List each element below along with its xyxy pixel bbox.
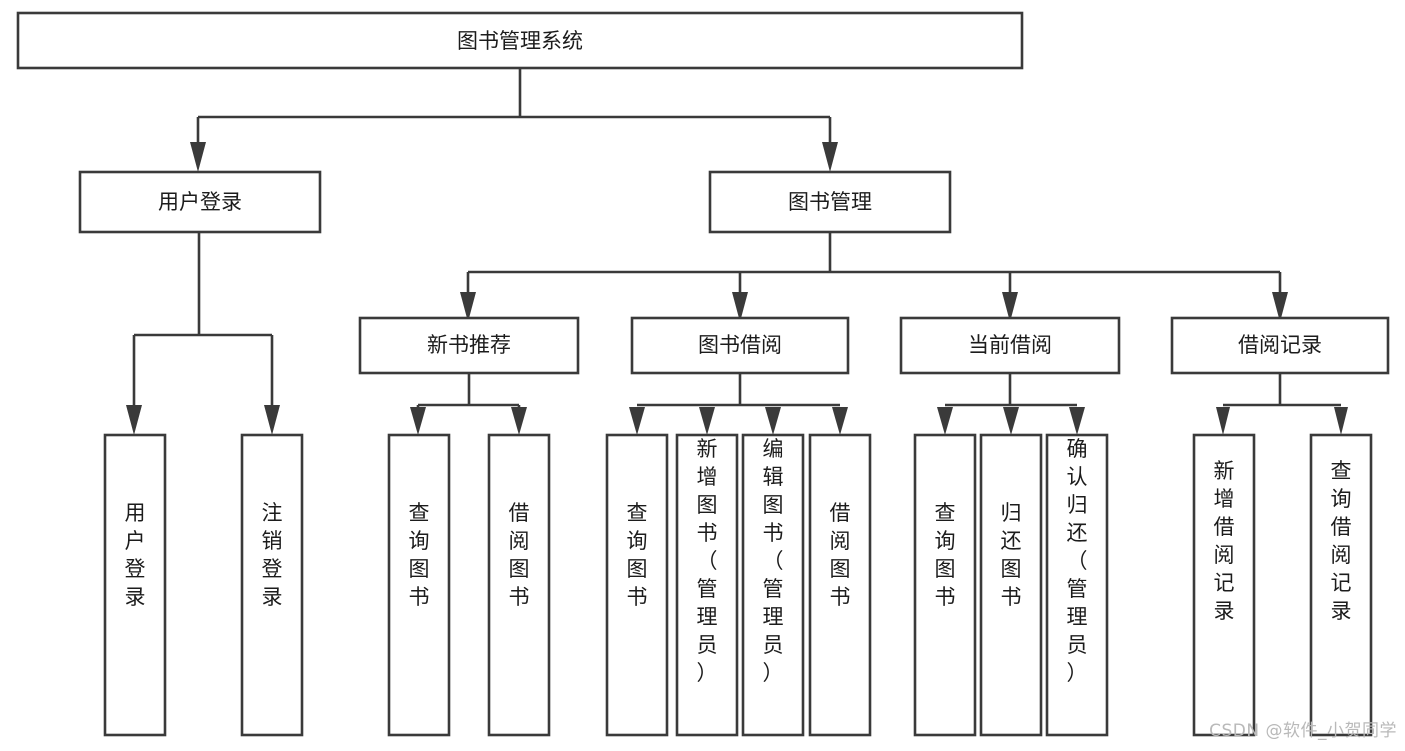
book-borrow-box[interactable] [630,316,850,375]
leaf-node-current-borrow-1[interactable]: 归还图书 [979,433,1043,737]
leaf-label: 新增图书（管理员） [697,437,718,685]
leaf-node-book-borrow-2[interactable]: 编辑图书（管理员） [741,433,805,737]
node-user-login[interactable]: 用户登录 [78,170,322,234]
leaf-node-book-borrow-0[interactable]: 查询图书 [605,433,669,737]
leaf-node-user-login-0[interactable]: 用户登录 [103,433,167,737]
leaf-box[interactable] [675,433,739,737]
arrow-head-bookborrow-leaf3 [832,407,848,435]
leaf-box[interactable] [387,433,451,737]
arrow-head-currentborrow-leaf1 [1003,407,1019,435]
edge-group-book-management [460,232,1288,322]
arrow-head-bookborrow-leaf1 [699,407,715,435]
new-book-recommend-label: 新书推荐 [427,333,511,357]
leaf-box[interactable] [240,433,304,737]
arrow-head-bookborrow [732,292,748,322]
root-box[interactable] [16,11,1024,70]
leaf-label: 查询图书 [935,501,956,609]
node-borrow-record[interactable]: 借阅记录 [1170,316,1390,375]
leaf-label: 借阅图书 [830,501,851,609]
leaf-box[interactable] [741,433,805,737]
arrow-head-currentborrow-leaf0 [937,407,953,435]
leaf-node-new-book-recommend-0[interactable]: 查询图书 [387,433,451,737]
leaf-node-new-book-recommend-1[interactable]: 借阅图书 [487,433,551,737]
arrow-head-currentborrow [1002,292,1018,322]
node-root[interactable]: 图书管理系统 [16,11,1024,70]
node-book-management[interactable]: 图书管理 [708,170,952,234]
borrow-record-label: 借阅记录 [1238,333,1322,357]
node-new-book-recommend[interactable]: 新书推荐 [358,316,580,375]
arrow-head-bookborrow-leaf0 [629,407,645,435]
arrow-head-newbook [460,292,476,322]
user-login-label: 用户登录 [158,190,242,214]
leaf-box[interactable] [808,433,872,737]
book-management-label: 图书管理 [788,190,872,214]
root-label: 图书管理系统 [457,29,583,53]
arrow-head-newbook-leaf0 [410,407,426,435]
leaf-label: 新增借阅记录 [1214,459,1235,623]
book-management-box[interactable] [708,170,952,234]
leaf-label: 借阅图书 [509,501,530,609]
leaf-box[interactable] [487,433,551,737]
leaf-label: 注销登录 [262,501,283,609]
edge-group-borrow-record [1216,373,1348,435]
leaf-box[interactable] [979,433,1043,737]
edge-group-book-borrow [629,373,848,435]
edge-group-current-borrow [937,373,1085,435]
edge-group-root [190,68,838,172]
arrow-head-userlogin [190,142,206,172]
book-borrow-label: 图书借阅 [698,333,782,357]
leaf-box[interactable] [1045,433,1109,737]
arrow-head-userlogin-leaf1 [264,405,280,435]
edge-group-user-login [126,232,280,435]
current-borrow-label: 当前借阅 [968,333,1052,357]
arrow-head-borrowrecord-leaf1 [1334,407,1348,435]
leaf-label: 查询图书 [409,501,430,609]
current-borrow-box[interactable] [899,316,1121,375]
node-book-borrow[interactable]: 图书借阅 [630,316,850,375]
leaf-node-borrow-record-0[interactable]: 新增借阅记录 [1192,433,1256,737]
leaf-label: 查询借阅记录 [1331,459,1352,623]
leaf-node-book-borrow-1[interactable]: 新增图书（管理员） [675,433,739,737]
leaf-node-user-login-1[interactable]: 注销登录 [240,433,304,737]
arrow-head-borrowrecord-leaf0 [1216,407,1230,435]
arrow-head-bookborrow-leaf2 [765,407,781,435]
leaf-box[interactable] [103,433,167,737]
leaf-box[interactable] [1309,433,1373,737]
arrow-head-userlogin-leaf0 [126,405,142,435]
leaf-label: 查询图书 [627,501,648,609]
new-book-recommend-box[interactable] [358,316,580,375]
leaf-node-current-borrow-2[interactable]: 确认归还（管理员） [1045,433,1109,737]
arrow-head-borrowrecord [1272,292,1288,322]
leaf-box[interactable] [605,433,669,737]
leaf-node-borrow-record-1[interactable]: 查询借阅记录 [1309,433,1373,737]
arrow-head-currentborrow-leaf2 [1069,407,1085,435]
leaf-label: 归还图书 [1001,501,1022,609]
leaf-label: 确认归还（管理员） [1067,437,1088,685]
leaf-label: 用户登录 [125,501,146,609]
node-current-borrow[interactable]: 当前借阅 [899,316,1121,375]
arrow-head-newbook-leaf1 [511,407,527,435]
leaf-box[interactable] [913,433,977,737]
leaf-node-book-borrow-3[interactable]: 借阅图书 [808,433,872,737]
edge-group-new-book-recommend [410,373,527,435]
arrow-head-bookmgmt [822,142,838,172]
borrow-record-box[interactable] [1170,316,1390,375]
leaf-label: 编辑图书（管理员） [763,437,784,685]
leaf-box[interactable] [1192,433,1256,737]
leaf-node-current-borrow-0[interactable]: 查询图书 [913,433,977,737]
